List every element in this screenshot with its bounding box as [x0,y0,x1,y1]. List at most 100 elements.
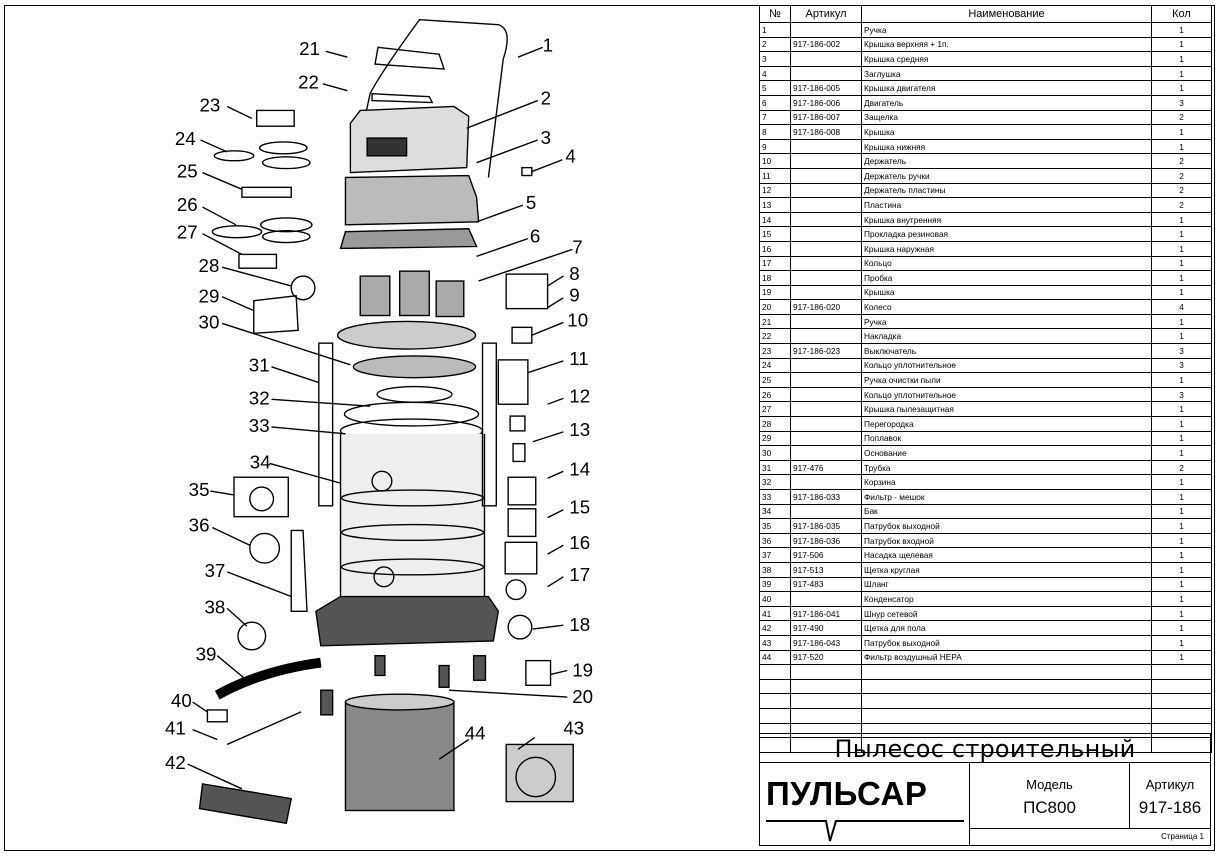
cell-article: 917-186-023 [790,343,862,359]
cell-article: 917-186-008 [790,124,862,140]
cell-name: Конденсатор [861,591,1152,607]
cell-qty [1151,664,1212,680]
cell-qty: 1 [1151,255,1212,272]
cell-no: 6 [759,94,791,111]
cell-article: 917-520 [790,649,862,666]
cell-article [790,474,862,490]
cell-article: 917-476 [790,459,862,476]
exploded-view-drawing: 1 2 3 4 5 6 7 8 9 10 11 12 13 14 15 16 1… [165,19,593,825]
cell-qty: 1 [1151,65,1212,82]
cell-article [790,51,862,67]
cell-qty: 1 [1151,576,1212,593]
cell-article [790,240,862,257]
drawing-sheet [4,5,1215,851]
callout-42: 42 [165,752,186,773]
cell-name: Крышка внутренняя [861,211,1152,228]
cell-no [759,707,791,724]
article-label: Артикул [1145,777,1195,792]
table-row [759,707,1212,724]
cell-name: Бак [861,503,1152,520]
callout-8: 8 [569,263,579,284]
cell-article: 917-483 [790,576,862,593]
cell-qty: 1 [1151,561,1212,578]
cell-qty: 2 [1151,167,1212,184]
cell-article [790,138,862,155]
cell-name: Пластина [861,197,1152,213]
cell-no: 44 [759,649,791,666]
cell-name: Корзина [861,474,1152,490]
cell-article [790,664,862,680]
cell-article: 917-186-036 [790,532,862,549]
cell-name: Крышка [861,124,1152,140]
cell-no: 4 [759,65,791,82]
cell-article: 917-186-041 [790,605,862,622]
callout-28: 28 [199,255,220,276]
cell-no: 25 [759,372,791,388]
cell-no: 17 [759,255,791,272]
cell-article [790,416,862,432]
model-label: Модель [1026,777,1073,792]
cell-qty: 1 [1151,240,1212,257]
cell-qty: 1 [1151,372,1212,388]
callout-23: 23 [200,94,221,115]
cell-name: Патрубок выходной [861,518,1152,534]
cell-qty: 1 [1151,313,1212,330]
cell-name [861,707,1152,724]
cell-name: Крышка [861,284,1152,301]
cell-qty: 1 [1151,80,1212,96]
cell-qty: 1 [1151,416,1212,432]
model-value: ПС800 [1023,798,1076,817]
cell-name: Перегородка [861,416,1152,432]
cell-qty: 1 [1151,22,1212,38]
cell-no: 35 [759,518,791,534]
cell-name: Шланг [861,576,1152,593]
cell-no [759,664,791,680]
callout-36: 36 [189,514,210,535]
cell-name: Прокладка резиновая [861,226,1152,242]
cell-article [790,693,862,709]
cell-no: 9 [759,138,791,155]
cell-name: Патрубок выходной [861,634,1152,651]
cell-no: 14 [759,211,791,228]
callout-5: 5 [526,192,536,213]
cell-name: Крышка пылезащитная [861,401,1152,418]
callout-15: 15 [569,497,590,518]
brand-logo: ПУЛЬСАР [766,775,928,812]
cell-article: 917-186-033 [790,489,862,505]
cell-no: 41 [759,605,791,622]
cell-name: Крышка наружная [861,240,1152,257]
cell-no: 43 [759,634,791,651]
cell-qty: 1 [1151,445,1212,461]
article-cell: Артикул 917-186 [1129,762,1211,829]
cell-qty: 2 [1151,109,1212,126]
cell-qty: 1 [1151,226,1212,242]
cell-article: 917-186-020 [790,299,862,315]
callout-2: 2 [541,88,551,109]
cell-name: Накладка [861,328,1152,345]
callout-18: 18 [569,614,590,635]
cell-article [790,328,862,345]
cell-name: Заглушка [861,65,1152,82]
table-row [759,693,1212,709]
cell-name: Крышка средняя [861,51,1152,67]
header-qty: Кол [1151,5,1212,23]
cell-qty: 1 [1151,518,1212,534]
cell-no: 19 [759,284,791,301]
cell-name: Основание [861,445,1152,461]
cell-name: Кольцо [861,255,1152,272]
cell-no: 36 [759,532,791,549]
cell-name: Крышка верхняя + 1п. [861,36,1152,53]
cell-name: Щетка для пола [861,620,1152,636]
